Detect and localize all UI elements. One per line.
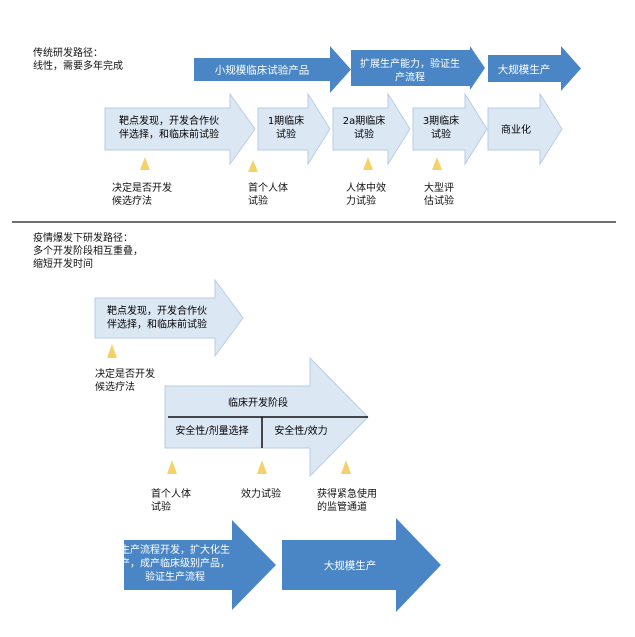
stage-arrow-phase3 <box>412 92 488 166</box>
traditional-title: 传统研发路径： <box>33 48 103 59</box>
clinical-phase-left-label: 安全性/剂量选择 <box>175 424 248 437</box>
stage-arrow-discovery-label: 靶点发现，开发合作伙伴选择，和临床前试验 <box>119 114 219 141</box>
milestone-marker <box>363 157 373 170</box>
scale-production-arrow <box>282 518 441 612</box>
milestone-label: 大型评 估试验 <box>424 183 454 207</box>
milestone-marker <box>432 157 442 170</box>
stage-arrow-discovery <box>104 92 256 166</box>
clinical-phase-header: 临床开发阶段 <box>228 396 288 409</box>
clinical-phase-right-label: 安全性/效力 <box>274 424 327 437</box>
traditional-subtitle: 线性，需要多年完成 <box>33 61 123 72</box>
milestone-label: 获得紧急使用 的监管通道 <box>317 489 377 513</box>
production-arrow-label: 生产流程开发，扩大化生产，成产临床级别产品，验证生产流程 <box>120 543 230 583</box>
top-arrow-mass-production <box>488 46 581 91</box>
pandemic-arrow-discovery-label: 靶点发现，开发合作伙伴选择，和临床前试验 <box>107 304 207 331</box>
production-arrow <box>124 520 276 610</box>
top-arrow-expand-capacity-label: 扩展生产能力，验证生产流程 <box>360 57 460 84</box>
milestone-label: 决定是否开发 候选疗法 <box>112 183 172 207</box>
stage-arrow-commercialization <box>487 92 563 166</box>
stage-arrow-phase2a <box>332 92 411 166</box>
milestone-label: 首个人体 试验 <box>248 183 288 207</box>
scale-production-arrow-label: 大规模生产 <box>324 559 377 572</box>
top-arrow-mass-production-label: 大规模生产 <box>498 63 551 76</box>
top-arrow-small-scale-label: 小规模临床试验产品 <box>215 64 310 77</box>
top-arrow-expand-capacity <box>351 46 485 90</box>
milestone-marker <box>167 460 177 474</box>
stage-arrow-commercialization-label: 商业化 <box>501 123 531 136</box>
stage-arrow-phase1 <box>257 92 331 166</box>
stage-arrow-phase1-label: 1期临床试验 <box>268 114 304 141</box>
stage-arrow-phase2a-label: 2a期临床试验 <box>343 114 386 141</box>
top-arrow-small-scale <box>194 46 351 93</box>
milestone-label: 首个人体 试验 <box>151 489 191 513</box>
milestone-label: 人体中效 力试验 <box>346 183 386 207</box>
milestone-marker <box>341 460 351 474</box>
stage-arrow-phase3-label: 3期临床试验 <box>423 114 459 141</box>
decision-marker <box>107 344 117 358</box>
milestone-marker <box>257 460 267 474</box>
pandemic-arrow-discovery <box>94 278 244 358</box>
milestone-marker <box>248 160 258 172</box>
milestone-label: 效力试验 <box>241 489 281 500</box>
decision-label: 决定是否开发 候选疗法 <box>95 369 155 393</box>
pandemic-title: 疫情爆发下研发路径： <box>33 233 133 244</box>
pandemic-subtitle: 多个开发阶段相互重叠， 缩短开发时间 <box>33 246 143 270</box>
milestone-marker <box>140 157 150 170</box>
